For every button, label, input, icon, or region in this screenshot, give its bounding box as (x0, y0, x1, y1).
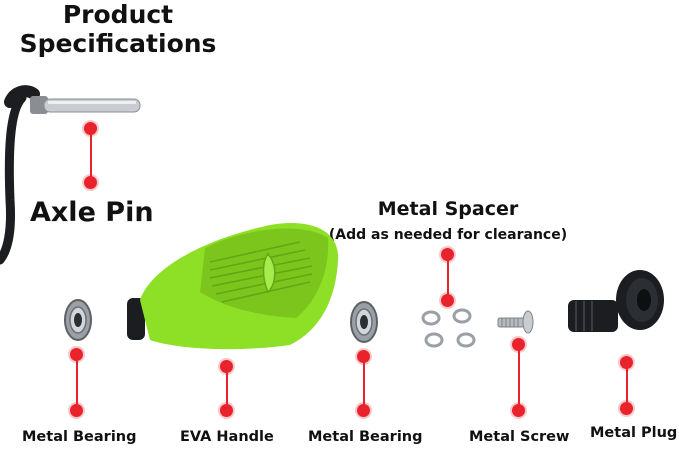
eva-handle-label: EVA Handle (180, 429, 274, 445)
axle-pin-marker-bottom (84, 176, 97, 189)
metal-spacer-note: (Add as needed for clearance) (328, 227, 568, 243)
bearing-right-marker-top (357, 350, 370, 363)
axle-pin-label: Axle Pin (30, 197, 154, 228)
eva-handle-marker-bottom (220, 404, 233, 417)
metal-screw-marker-bottom (512, 404, 525, 417)
axle-pin-marker-line (90, 134, 92, 178)
bearing-right-marker-bottom (357, 404, 370, 417)
bearing-left-marker-bottom (70, 404, 83, 417)
metal-spacer-marker-bottom (441, 294, 454, 307)
eva-handle-marker-line (226, 372, 228, 408)
metal-plug-marker-bottom (620, 402, 633, 415)
bearing-left-marker-line (76, 360, 78, 406)
eva-handle-marker-top (220, 360, 233, 373)
metal-spacer-marker-line (447, 260, 449, 296)
metal-plug-label: Metal Plug (590, 425, 678, 441)
axle-pin-marker-top (84, 122, 97, 135)
bearing-left-marker-top (70, 348, 83, 361)
metal-screw-marker-line (518, 350, 520, 406)
title-line-1: Product (62, 0, 174, 29)
metal-screw-marker-top (512, 338, 525, 351)
page-title: Product Specifications (8, 0, 228, 58)
bearing-left-label: Metal Bearing (22, 429, 137, 445)
metal-spacer-label: Metal Spacer (377, 198, 519, 220)
metal-plug-marker-line (626, 368, 628, 404)
title-line-2: Specifications (19, 29, 217, 58)
metal-screw-label: Metal Screw (469, 429, 570, 445)
bearing-right-marker-line (363, 362, 365, 406)
metal-plug-marker-top (620, 356, 633, 369)
bearing-right-label: Metal Bearing (308, 429, 423, 445)
metal-spacer-marker-top (441, 248, 454, 261)
